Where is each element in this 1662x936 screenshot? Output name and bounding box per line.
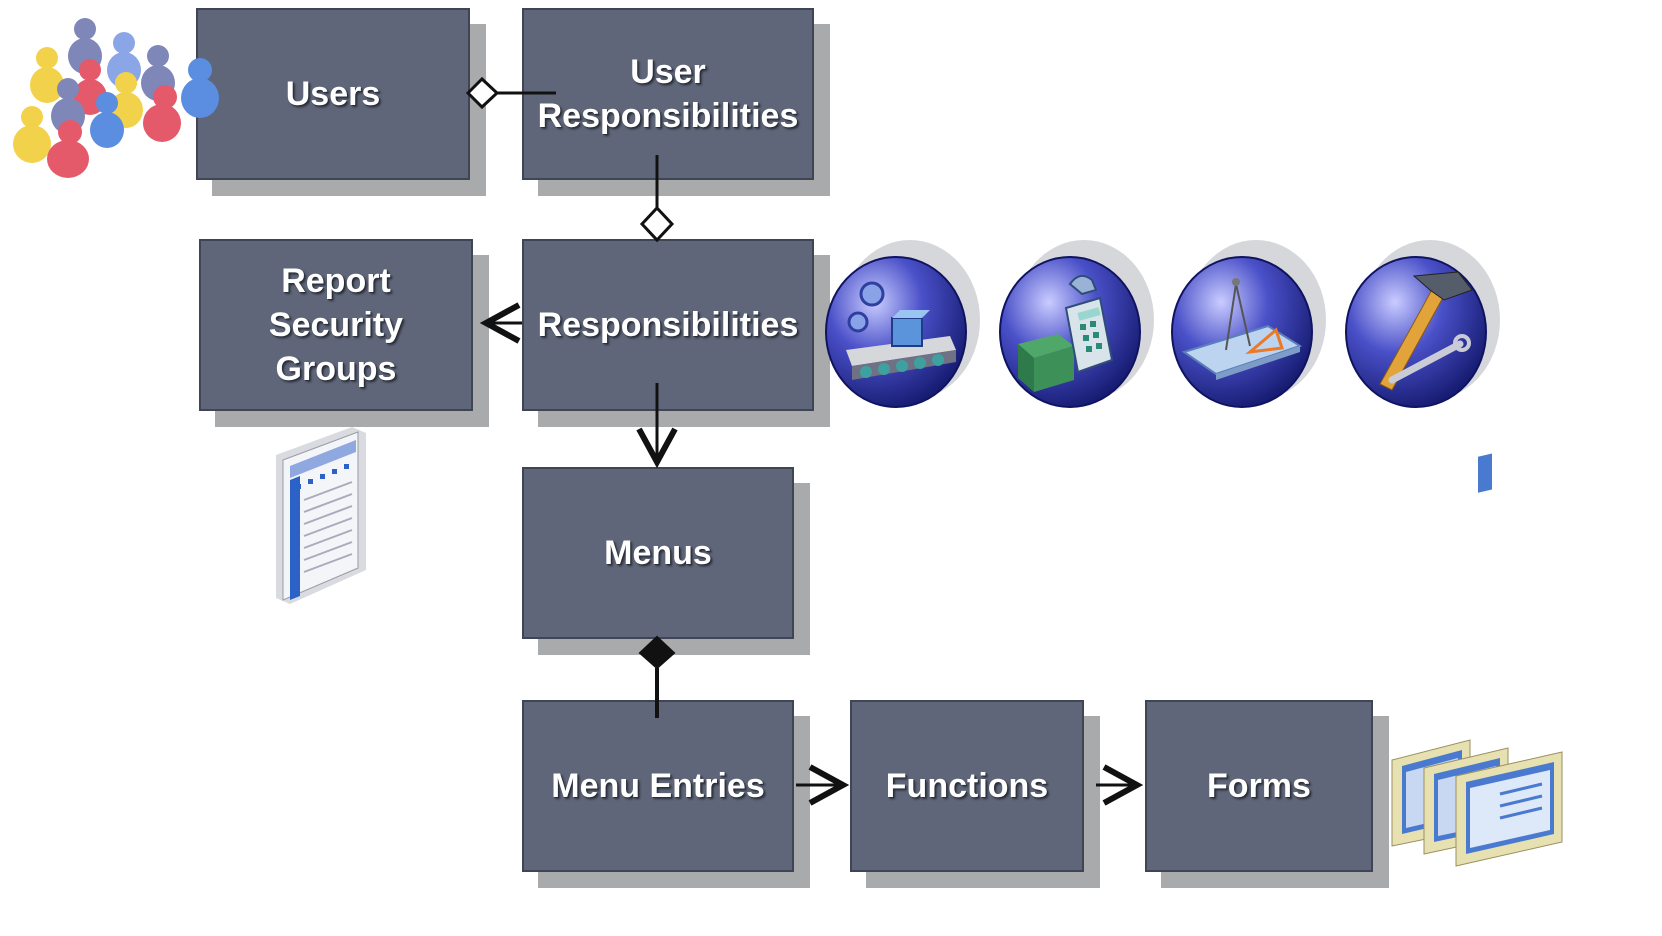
forms-box: Forms [1145,700,1373,872]
users-label: Users [285,75,381,113]
users-userresp-connector [465,76,556,110]
users-box: Users [196,8,470,180]
users-group-icon [13,18,219,178]
report-security-groups-label: Report Security Groups [268,262,404,388]
responsibilities-label: Responsibilities [537,306,799,344]
report-document-icon [276,427,366,604]
forms-windows-icon [1391,453,1563,867]
userresp-resp-connector [639,155,675,243]
forms-label: Forms [1207,767,1311,805]
report-security-groups-box: Report Security Groups [199,239,473,411]
tools-icon [1345,240,1500,408]
user-responsibilities-box: User Responsibilities [522,8,814,180]
engineering-design-icon [1171,240,1326,408]
menu-entries-box: Menu Entries [522,700,794,872]
user-responsibilities-label: User Responsibilities [537,53,799,135]
functions-label: Functions [885,767,1049,805]
responsibilities-box: Responsibilities [522,239,814,411]
manufacturing-icon [825,240,980,408]
functions-box: Functions [850,700,1084,872]
menus-label: Menus [604,534,712,572]
menu-entries-label: Menu Entries [551,767,765,805]
finance-calculator-icon [999,240,1154,408]
menus-box: Menus [522,467,794,639]
menus-menuentries-connector [638,635,676,718]
